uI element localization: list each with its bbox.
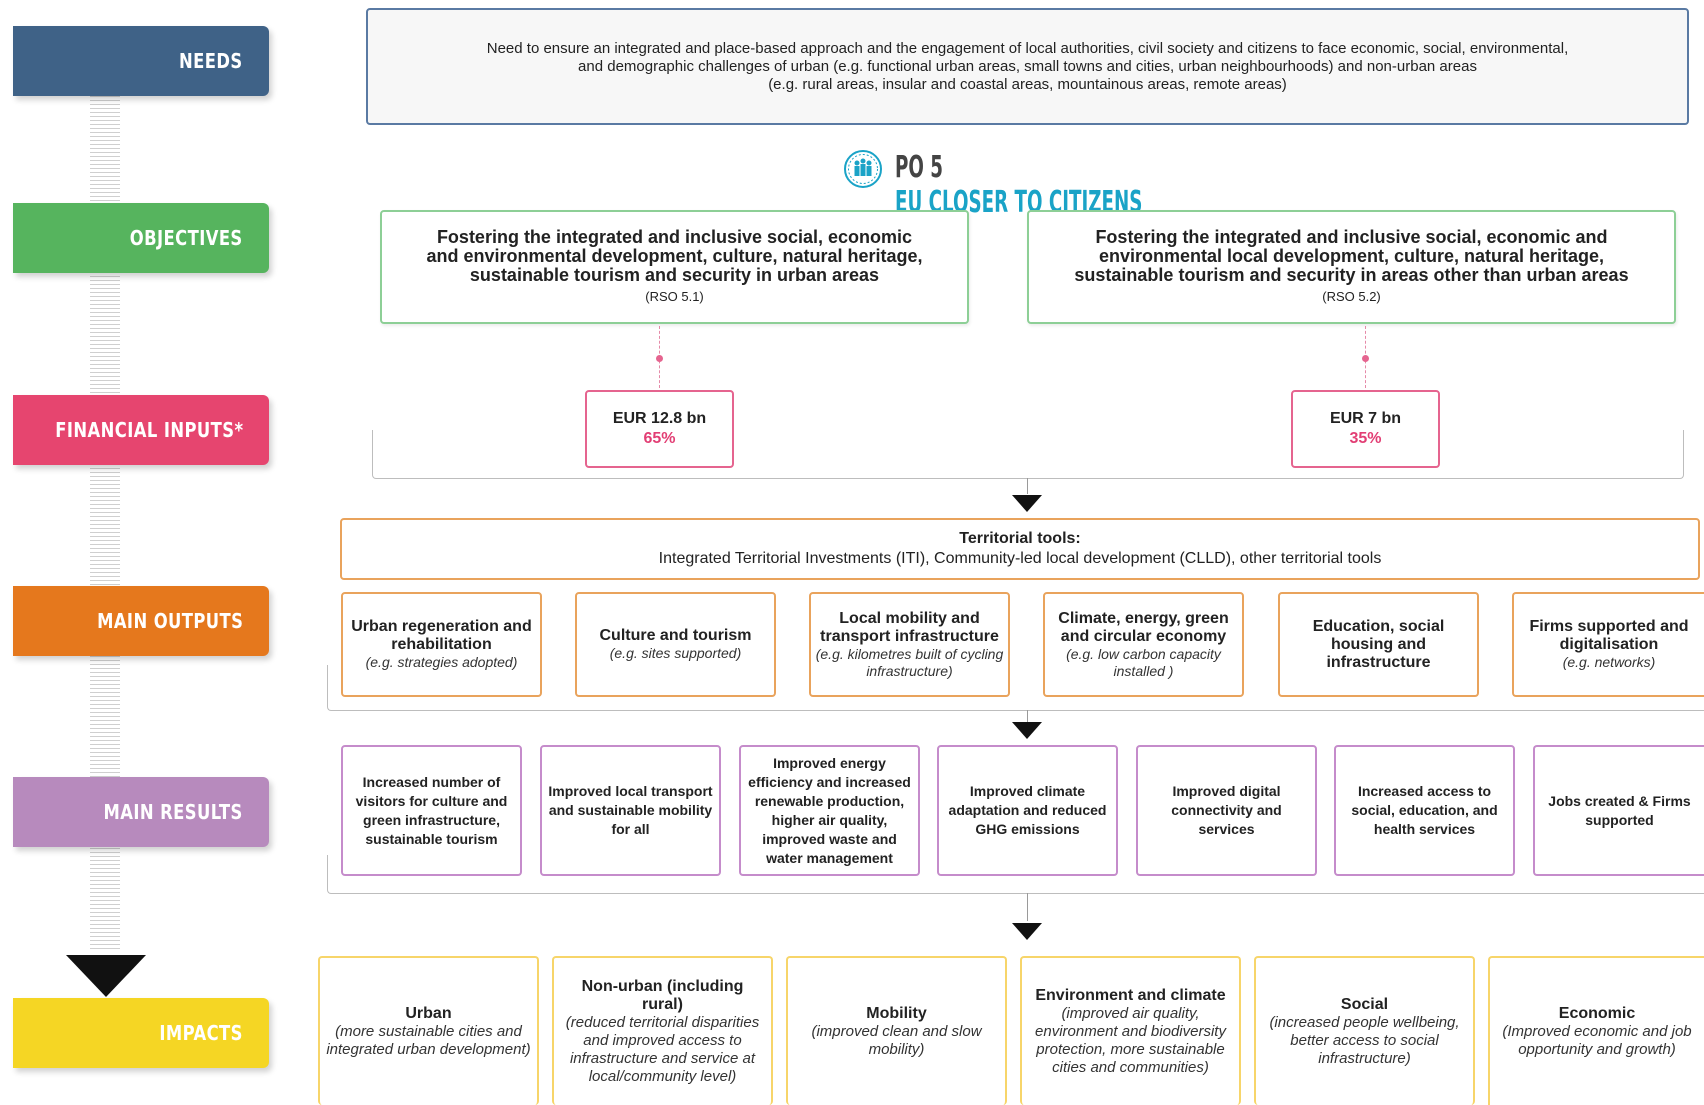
objective-box-non-urban: Fostering the integrated and inclusive s… — [1027, 210, 1676, 324]
output-box: Climate, energy, green and circular econ… — [1043, 592, 1244, 697]
result-box: Improved local transport and sustainable… — [540, 745, 721, 876]
result-box: Improved energy efficiency and increased… — [739, 745, 920, 876]
objective-line: Fostering the integrated and inclusive s… — [1095, 227, 1608, 247]
objective-line: sustainable tourism and security in area… — [1074, 265, 1629, 285]
result-box: Improved climate adaptation and reduced … — [937, 745, 1118, 876]
objective-line: Fostering the integrated and inclusive s… — [436, 227, 913, 247]
financial-amount: EUR 12.8 bn — [612, 410, 707, 427]
needs-line-2: and demographic challenges of urban (e.g… — [578, 57, 1477, 75]
output-title: Climate, energy, green and circular econ… — [1058, 609, 1229, 645]
result-text: Improved climate adaptation and reduced … — [948, 783, 1107, 837]
output-example: (e.g. kilometres built of cycling infras… — [815, 645, 1004, 679]
needs-line-3: (e.g. rural areas, insular and coastal a… — [768, 75, 1287, 93]
objective-box-urban: Fostering the integrated and inclusive s… — [380, 210, 969, 324]
stage-main-results: MAIN RESULTS — [13, 777, 269, 847]
impact-detail: (increased people wellbeing, better acce… — [1269, 1013, 1460, 1067]
objective-line: sustainable tourism and security in urba… — [469, 265, 880, 285]
stage-main-results-label: MAIN RESULTS — [103, 800, 243, 824]
output-box: Culture and tourism (e.g. sites supporte… — [575, 592, 776, 697]
impact-box: Economic (Improved economic and job oppo… — [1488, 956, 1704, 1105]
objective-code: (RSO 5.2) — [1322, 289, 1381, 304]
result-box: Improved digital connectivity and servic… — [1136, 745, 1317, 876]
impact-box: Environment and climate (improved air qu… — [1020, 956, 1241, 1105]
result-text: Increased number of visitors for culture… — [355, 773, 508, 847]
output-example: (e.g. sites supported) — [609, 645, 742, 661]
impact-box: Mobility (improved clean and slow mobili… — [786, 956, 1007, 1105]
impact-title: Urban — [405, 1004, 452, 1022]
flow-arrow — [1012, 923, 1042, 940]
objective-code: (RSO 5.1) — [645, 289, 704, 304]
financial-share: 35% — [1349, 430, 1382, 447]
impact-detail: (reduced territorial disparities and imp… — [565, 1013, 760, 1085]
output-title: Firms supported and digitalisation — [1529, 618, 1689, 653]
flow-arrow — [1012, 495, 1042, 512]
policy-objective-title: PO 5 EU CLOSER TO CITIZENS — [895, 150, 1335, 220]
stage-down-arrow — [66, 955, 146, 997]
impact-title: Economic — [1558, 1004, 1636, 1022]
output-example: (e.g. strategies adopted) — [365, 654, 518, 670]
stage-financial-inputs-label: FINANCIAL INPUTS* — [54, 418, 243, 442]
territorial-tools-text: Integrated Territorial Investments (ITI)… — [658, 550, 1382, 567]
flow-arrow — [1012, 722, 1042, 739]
impact-title: Environment and climate — [1035, 986, 1226, 1004]
stage-main-outputs: MAIN OUTPUTS — [13, 586, 269, 656]
inputs-bracket — [372, 430, 1684, 479]
results-bracket — [327, 855, 1704, 894]
connector-line — [1027, 710, 1028, 722]
connector-dot — [1362, 355, 1369, 362]
stage-impacts-label: IMPACTS — [159, 1021, 243, 1045]
result-box: Increased access to social, education, a… — [1334, 745, 1515, 876]
result-box: Jobs created & Firms supported — [1533, 745, 1704, 876]
connector-line — [1027, 893, 1028, 921]
impact-title: Social — [1340, 995, 1389, 1013]
output-box: Education, social housing and infrastruc… — [1278, 592, 1479, 697]
outputs-bracket — [327, 665, 1704, 711]
needs-line-1: Need to ensure an integrated and place-b… — [486, 39, 1569, 57]
output-example: (e.g. networks) — [1562, 654, 1656, 670]
stage-objectives: OBJECTIVES — [13, 203, 269, 273]
financial-share: 65% — [643, 430, 676, 447]
stage-objectives-label: OBJECTIVES — [130, 226, 243, 250]
objective-line: environmental local development, culture… — [1098, 246, 1605, 266]
result-text: Jobs created & Firms supported — [1548, 792, 1691, 828]
financial-input-box-non-urban: EUR 7 bn 35% — [1291, 390, 1440, 468]
result-text: Improved energy efficiency and increased… — [748, 754, 911, 866]
people-circle-icon — [843, 149, 883, 189]
impact-detail: (more sustainable cities and integrated … — [326, 1022, 531, 1058]
needs-box: Need to ensure an integrated and place-b… — [366, 8, 1689, 125]
output-box: Urban regeneration and rehabilitation (e… — [341, 592, 542, 697]
result-text: Increased access to social, education, a… — [1351, 783, 1498, 837]
connector-dot — [656, 355, 663, 362]
output-title: Education, social housing and infrastruc… — [1312, 617, 1445, 671]
result-text: Improved local transport and sustainable… — [548, 783, 713, 837]
output-title: Urban regeneration and rehabilitation — [351, 618, 532, 653]
stage-needs: NEEDS — [13, 26, 269, 96]
impact-title: Mobility — [866, 1004, 927, 1022]
stage-main-outputs-label: MAIN OUTPUTS — [96, 609, 243, 633]
objective-line: and environmental development, culture, … — [426, 246, 923, 266]
result-text: Improved digital connectivity and servic… — [1171, 783, 1282, 837]
territorial-tools-box: Territorial tools: Integrated Territoria… — [340, 518, 1700, 580]
impact-title: Non-urban (including rural) — [581, 977, 744, 1013]
policy-objective-prefix: PO 5 — [895, 150, 943, 185]
output-title: Culture and tourism — [599, 627, 752, 644]
impact-detail: (improved air quality, environment and b… — [1035, 1004, 1226, 1076]
output-box: Firms supported and digitalisation (e.g.… — [1512, 592, 1704, 697]
stage-financial-inputs: FINANCIAL INPUTS* — [13, 395, 269, 465]
output-box: Local mobility and transport infrastruct… — [809, 592, 1010, 697]
impact-box: Non-urban (including rural) (reduced ter… — [552, 956, 773, 1105]
stage-needs-label: NEEDS — [179, 49, 243, 73]
impact-box: Urban (more sustainable cities and integ… — [318, 956, 539, 1105]
impact-box: Social (increased people wellbeing, bett… — [1254, 956, 1475, 1105]
output-title: Local mobility and transport infrastruct… — [820, 609, 999, 645]
connector-line — [1027, 478, 1028, 494]
impact-detail: (Improved economic and job opportunity a… — [1502, 1022, 1692, 1058]
territorial-tools-title: Territorial tools: — [959, 530, 1081, 547]
result-box: Increased number of visitors for culture… — [341, 745, 522, 876]
financial-amount: EUR 7 bn — [1329, 410, 1402, 427]
financial-input-box-urban: EUR 12.8 bn 65% — [585, 390, 734, 468]
impact-detail: (improved clean and slow mobility) — [811, 1022, 982, 1058]
stage-impacts: IMPACTS — [13, 998, 269, 1068]
output-example: (e.g. low carbon capacity installed ) — [1066, 645, 1221, 679]
